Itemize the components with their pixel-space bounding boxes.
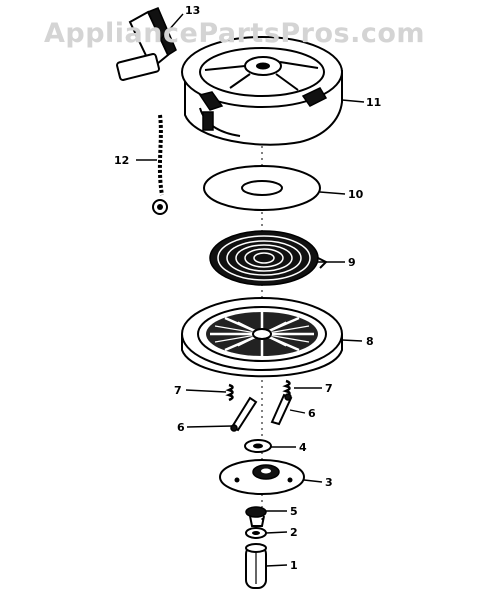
leader-lines <box>136 13 365 567</box>
callout-7-right: 7 <box>325 382 333 395</box>
callout-1: 1 <box>290 559 298 572</box>
part-2-washer <box>245 527 267 539</box>
callout-7-left: 7 <box>174 384 182 397</box>
part-10-washer <box>203 165 321 211</box>
callout-5: 5 <box>290 505 298 518</box>
part-8-pulley <box>181 297 343 378</box>
part-12-rope <box>152 114 168 215</box>
callout-2: 2 <box>290 526 298 539</box>
callout-12: 12 <box>114 154 129 167</box>
callout-4: 4 <box>299 441 307 454</box>
callout-10: 10 <box>348 188 364 201</box>
callout-9: 9 <box>348 256 356 269</box>
part-6-pawl-right <box>270 393 293 426</box>
callout-6-right: 6 <box>308 407 316 420</box>
callout-11: 11 <box>366 96 381 109</box>
part-1-insert <box>245 543 267 589</box>
part-3-retainer <box>219 459 305 495</box>
callout-8: 8 <box>366 335 374 348</box>
callout-13: 13 <box>185 4 200 17</box>
part-13-handle <box>116 7 177 81</box>
callout-6-left: 6 <box>177 421 185 434</box>
watermark: AppliancePartsPros.com <box>44 18 426 49</box>
part-6-pawl-left <box>230 396 258 432</box>
part-7-spring-right <box>282 379 291 398</box>
part-4-washer <box>244 439 272 453</box>
callout-3: 3 <box>325 476 333 489</box>
part-5-screw <box>245 506 267 527</box>
part-7-spring-left <box>225 383 234 402</box>
part-11-housing <box>181 36 343 146</box>
part-9-spring <box>209 230 328 286</box>
